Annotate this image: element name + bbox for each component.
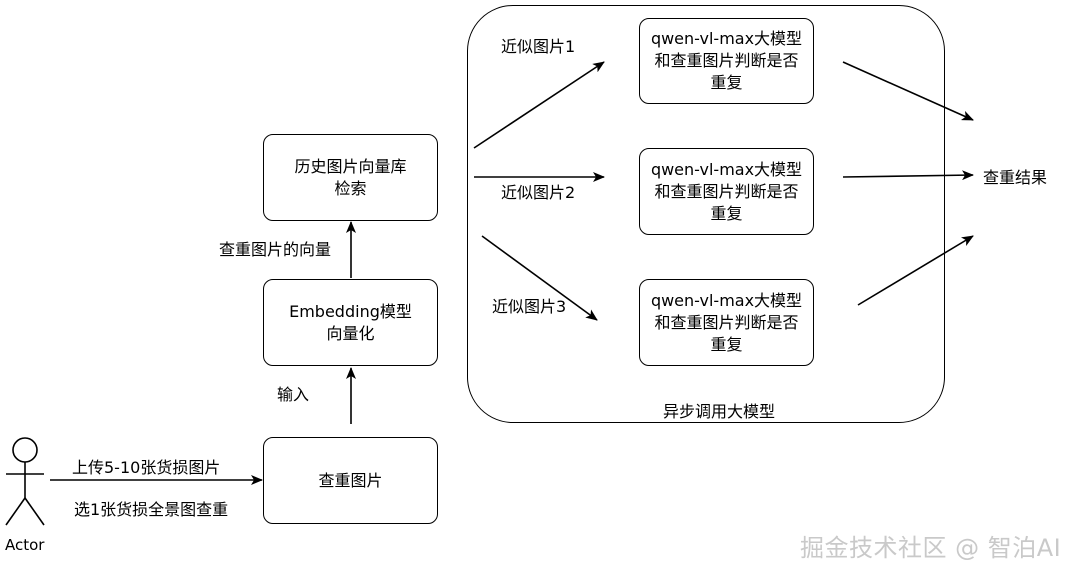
edge-label-select: 选1张货损全景图查重	[74, 500, 229, 519]
node-history-search[interactable]: 历史图片向量库 检索	[263, 134, 438, 221]
edge-similar-1	[473, 61, 605, 149]
edge-label-similar-2: 近似图片2	[501, 183, 576, 202]
node-embedding[interactable]: Embedding模型 向量化	[263, 279, 438, 366]
node-result: 查重结果	[983, 168, 1048, 187]
node-query-image[interactable]: 查重图片	[263, 437, 438, 524]
async-llm-container	[467, 5, 945, 423]
actor-icon	[5, 437, 45, 526]
edge-label-input: 输入	[277, 385, 310, 404]
node-llm-check-1[interactable]: qwen-vl-max大模型 和查重图片判断是否 重复	[639, 18, 814, 104]
edge-result-3	[857, 235, 974, 306]
actor-label: Actor	[5, 536, 45, 554]
edge-label-vector: 查重图片的向量	[219, 240, 332, 259]
edge-label-upload: 上传5-10张货损图片	[72, 458, 221, 477]
edge-result-2	[842, 170, 974, 181]
async-container-label: 异步调用大模型	[663, 402, 776, 421]
edge-label-similar-1: 近似图片1	[501, 37, 576, 56]
edge-similar-3	[481, 235, 598, 321]
node-llm-check-2[interactable]: qwen-vl-max大模型 和查重图片判断是否 重复	[639, 148, 814, 235]
watermark: 掘金技术社区 @ 智泊AI	[800, 534, 1062, 562]
edge-result-1	[842, 61, 974, 121]
node-llm-check-3[interactable]: qwen-vl-max大模型 和查重图片判断是否 重复	[639, 279, 814, 366]
edge-label-similar-3: 近似图片3	[492, 297, 567, 316]
